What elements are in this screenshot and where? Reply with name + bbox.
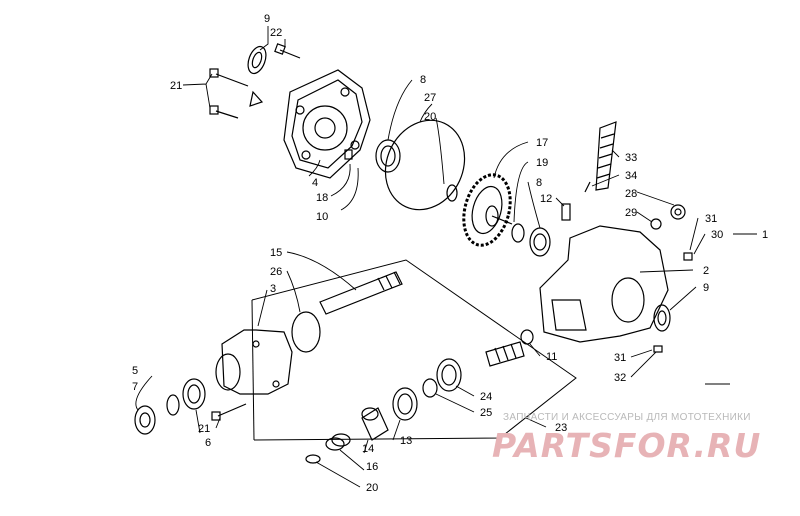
bolt-22 [274,43,301,59]
callout-7: 7 [132,381,138,393]
washer-11 [520,329,534,345]
callout-29: 29 [625,207,637,219]
callout-8-mid: 8 [536,177,542,189]
o-ring-26 [291,311,321,353]
seal-9-right [653,304,671,332]
plug-30 [683,252,693,261]
bolts-21 [209,68,264,119]
callout-1: 1 [762,229,768,241]
spacer-25 [422,378,438,398]
screw-32 [653,345,663,353]
callout-8-top: 8 [420,74,426,86]
callout-24: 24 [480,391,492,403]
callout-16: 16 [366,461,378,473]
o-ring-27 [384,119,466,211]
watermark-tagline: ЗАПЧАСТИ И АКСЕССУАРЫ ДЛЯ МОТОТЕХНИКИ [503,412,751,423]
gear-case [539,225,669,343]
callout-20-bottom: 20 [366,482,378,494]
callout-21-bottom: 21 [198,423,210,435]
plug-28 [670,204,686,220]
ring-gear-17 [462,173,513,247]
callout-21-top: 21 [170,80,182,92]
callout-17: 17 [536,137,548,149]
coupler-14 [361,407,389,441]
bolt-21-lower [211,403,247,421]
bearing-13 [392,387,418,421]
drive-cover [283,69,371,179]
callout-22: 22 [270,27,282,39]
pinion-shaft-24 [485,341,525,367]
housing-3 [215,329,293,395]
washer-20-top [446,184,458,202]
callout-31-bottom: 31 [614,352,626,364]
leader-lines [135,26,757,488]
callout-30: 30 [711,229,723,241]
callout-9-right: 9 [703,282,709,294]
washer-29 [650,218,662,230]
spring-16 [325,433,351,451]
callout-27: 27 [424,92,436,104]
callout-34: 34 [625,170,637,182]
callout-33: 33 [625,152,637,164]
bearing-8-mid [529,227,551,257]
plug-18 [344,149,353,160]
callout-28: 28 [625,188,637,200]
callout-14: 14 [362,443,374,455]
callout-25: 25 [480,407,492,419]
callout-labels: 9 22 21 8 27 20 4 18 10 17 19 8 33 34 12… [132,13,768,494]
bearing-24 [436,358,462,392]
callout-26: 26 [270,266,282,278]
callout-5: 5 [132,365,138,377]
fitting-12 [561,203,571,221]
watermark-logo: PARTSFOR.RU [492,426,762,465]
input-shaft-15 [319,271,403,315]
boot-33 [595,121,617,191]
washer-19 [511,223,525,243]
callout-4: 4 [312,177,318,189]
callout-2: 2 [703,265,709,277]
snap-ring-20-bottom [305,454,321,464]
snap-ring-7 [166,394,180,416]
callout-31-top: 31 [705,213,717,225]
clamp-34 [584,181,591,193]
callout-12: 12 [540,193,552,205]
bearing-6 [182,378,206,410]
callout-9-top: 9 [264,13,270,25]
seal-small [247,45,267,75]
callout-23: 23 [555,422,567,434]
callout-13: 13 [400,435,412,447]
seal-5 [134,405,156,435]
callout-19: 19 [536,157,548,169]
callout-20-top: 20 [424,111,436,123]
callout-3: 3 [270,283,276,295]
callout-6: 6 [205,437,211,449]
callout-10: 10 [316,211,328,223]
assembly-outline [251,259,577,441]
callout-18: 18 [316,192,328,204]
callout-11: 11 [546,351,557,363]
callout-32: 32 [614,372,626,384]
callout-15: 15 [270,247,282,259]
